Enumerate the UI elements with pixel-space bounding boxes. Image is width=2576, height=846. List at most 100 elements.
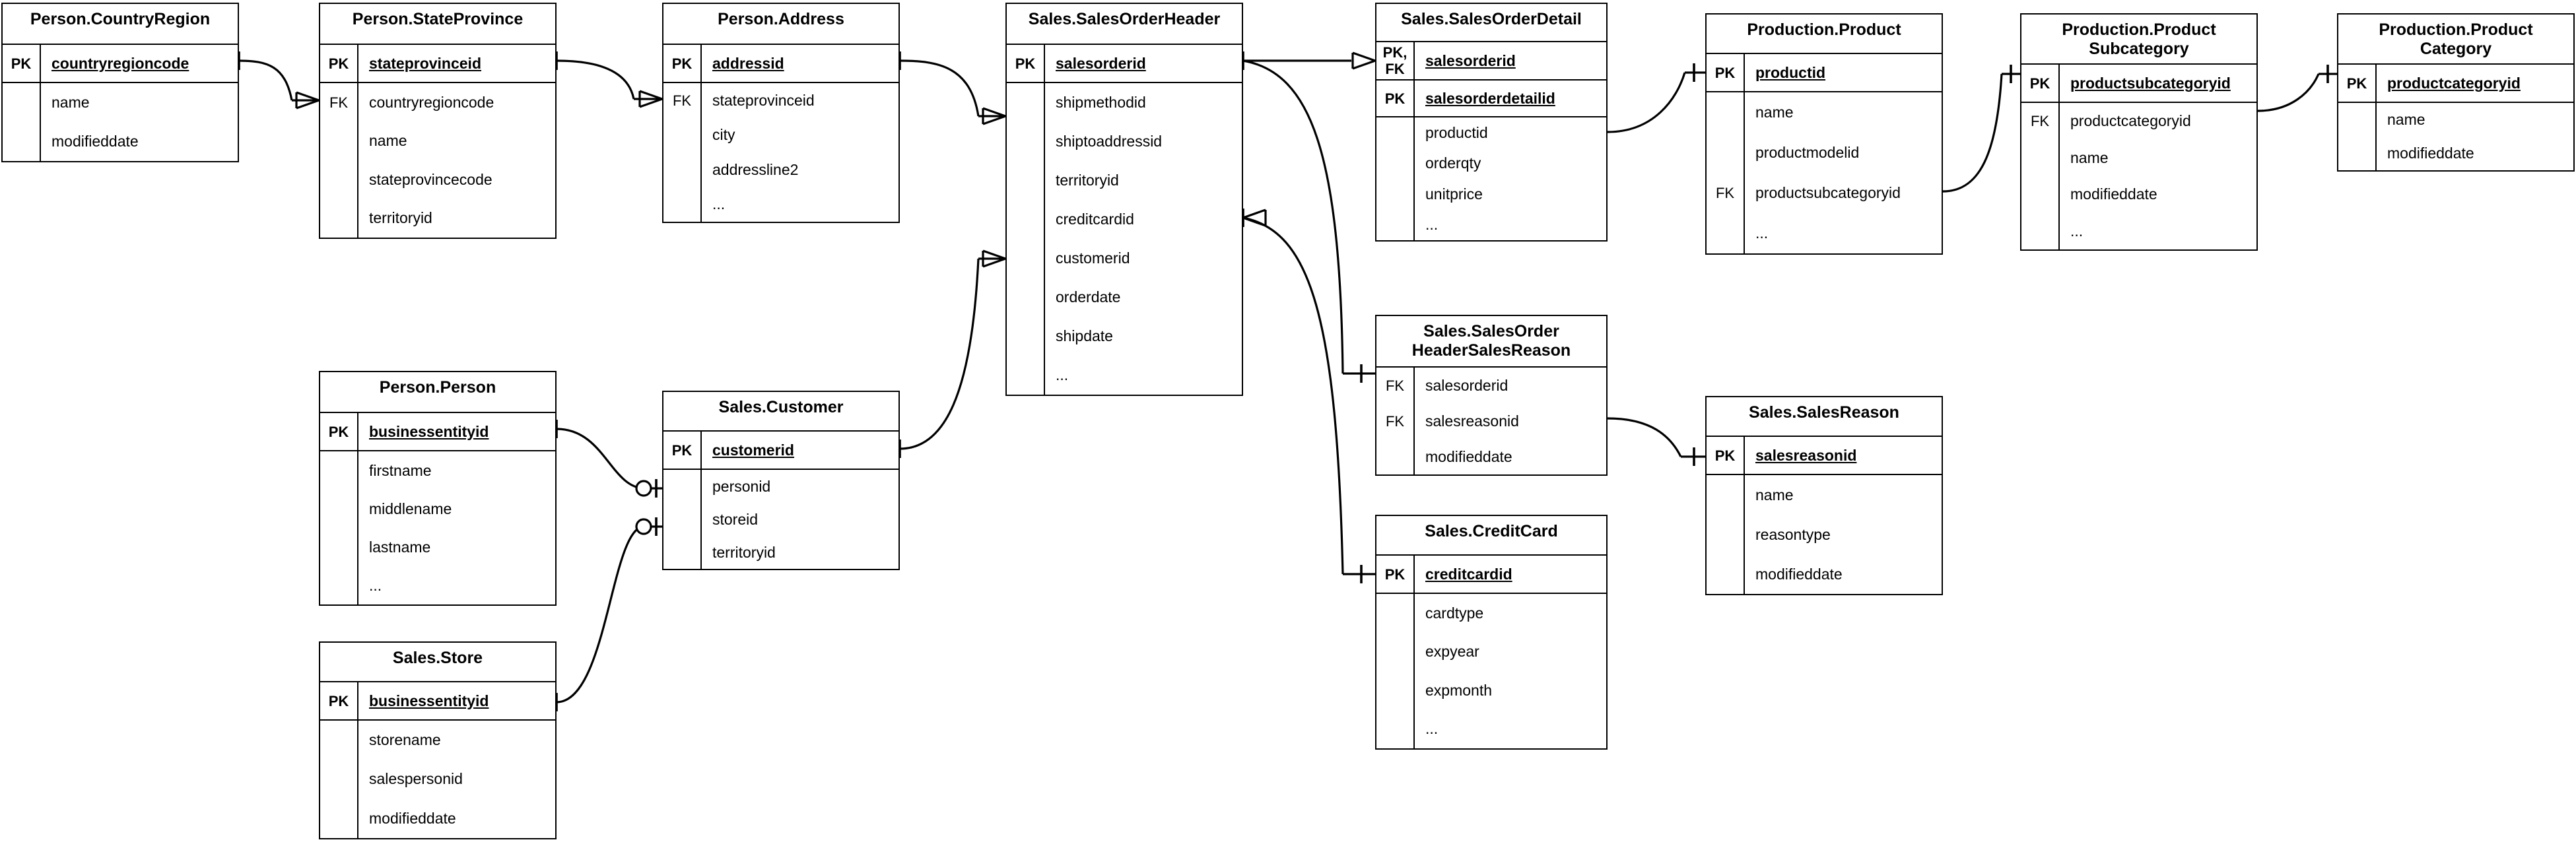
attribute-row[interactable]: orderdate: [1007, 278, 1242, 317]
attribute-row[interactable]: territoryid: [320, 199, 555, 238]
attribute-name: name: [358, 122, 555, 161]
attribute-row[interactable]: modifieddate: [1707, 554, 1942, 594]
attribute-row[interactable]: expmonth: [1376, 671, 1606, 710]
attribute-row[interactable]: productmodelid: [1707, 133, 1942, 173]
attribute-row[interactable]: storename: [320, 721, 555, 760]
attribute-key-marker: FK: [1376, 403, 1415, 439]
key-field-label: countryregioncode: [51, 54, 189, 72]
attribute-row[interactable]: lastname: [320, 528, 555, 566]
attribute-row[interactable]: ...: [663, 187, 898, 222]
attribute-row[interactable]: ...: [1707, 213, 1942, 253]
attribute-row[interactable]: expyear: [1376, 632, 1606, 671]
attribute-row[interactable]: reasontype: [1707, 515, 1942, 554]
attribute-label: lastname: [369, 538, 431, 556]
attribute-row[interactable]: storeid: [663, 503, 898, 536]
attribute-row[interactable]: shipdate: [1007, 317, 1242, 356]
attribute-row[interactable]: name: [1707, 475, 1942, 515]
relationship-salesorderheader-creditcard: [1242, 209, 1375, 583]
attribute-label: name: [2387, 111, 2425, 128]
attribute-name: reasontype: [1745, 515, 1942, 554]
attribute-key-marker: [1376, 179, 1415, 210]
attribute-name: territoryid: [1045, 161, 1242, 200]
attribute-row[interactable]: modifieddate: [2338, 137, 2573, 170]
key-field-label: salesorderdetailid: [1425, 89, 1555, 107]
attribute-row[interactable]: ...: [1007, 356, 1242, 395]
attribute-row[interactable]: territoryid: [663, 536, 898, 569]
attribute-name: name: [1745, 475, 1942, 515]
attribute-row[interactable]: middlename: [320, 490, 555, 528]
attribute-row[interactable]: city: [663, 117, 898, 152]
attribute-row[interactable]: cardtype: [1376, 594, 1606, 633]
attribute-row[interactable]: personid: [663, 470, 898, 503]
attribute-row[interactable]: ...: [1376, 709, 1606, 748]
attribute-row[interactable]: modifieddate: [320, 798, 555, 838]
attribute-label: expyear: [1425, 643, 1479, 661]
attribute-row[interactable]: stateprovincecode: [320, 160, 555, 199]
attribute-row[interactable]: orderqty: [1376, 148, 1606, 179]
attribute-name: expmonth: [1415, 671, 1606, 710]
attribute-row[interactable]: name: [320, 121, 555, 161]
attribute-row[interactable]: name: [2021, 139, 2256, 176]
attribute-row[interactable]: customerid: [1007, 239, 1242, 278]
attribute-row[interactable]: modifieddate: [3, 122, 238, 161]
attribute-label: modifieddate: [1755, 565, 1843, 583]
attribute-row[interactable]: shiptoaddressid: [1007, 122, 1242, 161]
attribute-label: territoryid: [712, 543, 776, 561]
attribute-row[interactable]: productid: [1376, 117, 1606, 148]
attribute-row[interactable]: territoryid: [1007, 161, 1242, 200]
attribute-name: salespersonid: [358, 760, 555, 798]
attribute-row[interactable]: salespersonid: [320, 760, 555, 799]
attribute-row[interactable]: ...: [320, 566, 555, 604]
attribute-row[interactable]: modifieddate: [1376, 439, 1606, 474]
attribute-row[interactable]: creditcardid: [1007, 200, 1242, 239]
attribute-row[interactable]: unitprice: [1376, 179, 1606, 210]
key-marker: PK: [2021, 65, 2060, 102]
attribute-label: firstname: [369, 461, 432, 479]
attribute-row[interactable]: name: [3, 83, 238, 122]
attribute-row[interactable]: shipmethodid: [1007, 83, 1242, 122]
attribute-row[interactable]: name: [2338, 103, 2573, 137]
attribute-row[interactable]: addressline2: [663, 152, 898, 187]
attribute-row[interactable]: ...: [1376, 209, 1606, 240]
attribute-row[interactable]: ...: [2021, 212, 2256, 249]
attribute-row[interactable]: name: [1707, 92, 1942, 133]
attribute-row[interactable]: firstname: [320, 451, 555, 490]
attribute-row[interactable]: modifieddate: [2021, 176, 2256, 213]
